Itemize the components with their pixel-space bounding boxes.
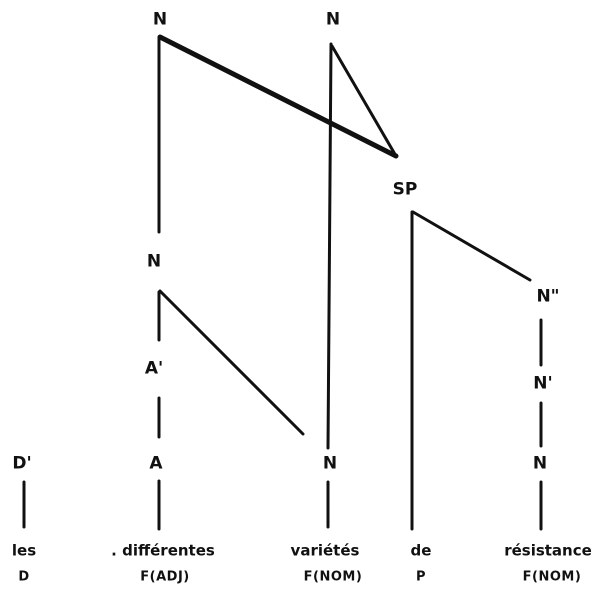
- node-n-double-bar: N": [536, 286, 560, 307]
- edge-n-left-mid-to-n-mid-low: [158, 289, 305, 436]
- node-n-top-left: N: [152, 9, 168, 30]
- word-les: les: [11, 541, 37, 560]
- category-differentes: F(ADJ): [140, 569, 190, 585]
- node-sp: SP: [392, 179, 418, 200]
- category-les: D: [18, 569, 30, 585]
- word-differentes: . différentes: [111, 541, 215, 560]
- node-n-left-mid: N: [146, 251, 162, 272]
- node-a: A: [149, 453, 163, 474]
- node-n-right-low: N: [532, 453, 548, 474]
- word-varietes: variétés: [290, 541, 360, 560]
- node-d-bar: D': [12, 453, 32, 474]
- category-resistance: F(NOM): [522, 569, 582, 585]
- word-resistance: résistance: [504, 541, 592, 560]
- node-n-top-mid: N: [325, 9, 341, 30]
- edge-sp-to-n-double-bar: [411, 210, 532, 282]
- edge-n-top-mid-to-sp: [330, 44, 398, 158]
- word-de: de: [410, 541, 432, 560]
- edge-n-top-mid-to-n-mid-low: [326, 42, 333, 450]
- node-n-mid-low: N: [322, 453, 338, 474]
- edge-n-top-left-to-sp: [157, 34, 399, 159]
- category-varietes: F(NOM): [303, 569, 363, 585]
- node-n-bar: N': [533, 373, 553, 394]
- category-de: P: [415, 569, 427, 585]
- node-a-bar: A': [144, 358, 164, 379]
